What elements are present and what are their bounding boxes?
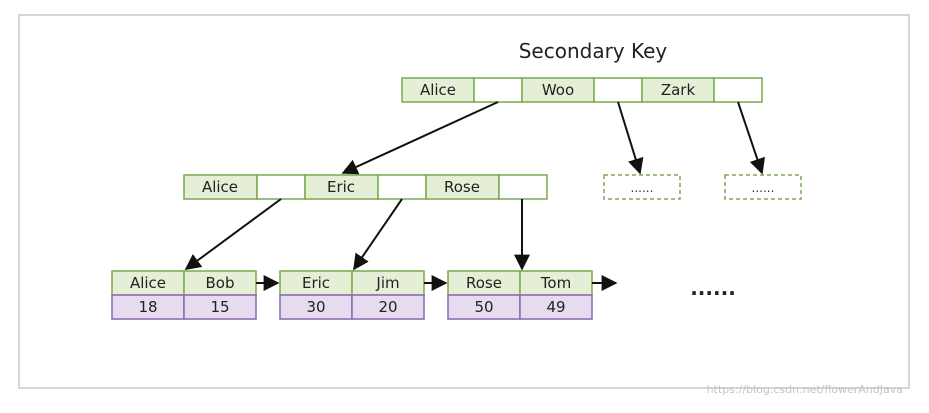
root-pointer-cell bbox=[473, 77, 523, 103]
leaf-name-label: Bob bbox=[206, 274, 235, 292]
placeholder-label: ...... bbox=[752, 181, 775, 195]
level2-key-cell bbox=[425, 174, 500, 200]
level2-key-label: Alice bbox=[202, 178, 238, 196]
level2-node: Alice Eric Rose bbox=[183, 174, 548, 200]
leaf-node: Eric Jim 30 20 bbox=[279, 270, 425, 320]
root-key-cell bbox=[401, 77, 475, 103]
leaf-name-cell bbox=[279, 270, 353, 296]
placeholder-node: ...... bbox=[603, 174, 681, 200]
leaf-value-cell bbox=[519, 294, 593, 320]
leaf-value-cell bbox=[111, 294, 185, 320]
watermark-url: https://blog.csdn.net/flowerAndJava bbox=[707, 383, 903, 396]
leaf-value-label: 20 bbox=[378, 298, 397, 316]
arrow-root-to-level2 bbox=[341, 101, 499, 175]
level2-pointer-cell bbox=[498, 174, 548, 200]
level2-key-cell bbox=[304, 174, 379, 200]
leaf-value-cell bbox=[183, 294, 257, 320]
root-key-label: Alice bbox=[420, 81, 456, 99]
leaf-value-label: 50 bbox=[474, 298, 493, 316]
root-key-cell bbox=[521, 77, 595, 103]
arrow-root-to-placeholder bbox=[617, 101, 644, 175]
level2-key-label: Eric bbox=[327, 178, 355, 196]
leaf-value-cell bbox=[279, 294, 353, 320]
leaf-value-label: 15 bbox=[210, 298, 229, 316]
level2-key-label: Rose bbox=[444, 178, 480, 196]
placeholder-node: ...... bbox=[724, 174, 802, 200]
root-key-label: Woo bbox=[542, 81, 574, 99]
more-nodes-ellipsis: ...... bbox=[690, 276, 736, 300]
root-key-cell bbox=[641, 77, 715, 103]
leaf-value-label: 49 bbox=[546, 298, 565, 316]
outer-frame bbox=[18, 14, 910, 389]
arrow-level2-to-leaf bbox=[353, 198, 403, 271]
leaf-node: Alice Bob 18 15 bbox=[111, 270, 257, 320]
leaf-name-cell bbox=[351, 270, 425, 296]
level2-pointer-cell bbox=[256, 174, 306, 200]
leaf-name-label: Tom bbox=[540, 274, 571, 292]
leaf-name-cell bbox=[111, 270, 185, 296]
leaf-node: Rose Tom 50 49 bbox=[447, 270, 593, 320]
placeholder-box bbox=[603, 174, 681, 200]
root-key-label: Zark bbox=[661, 81, 696, 99]
diagram-title: Secondary Key bbox=[519, 39, 668, 63]
leaf-name-label: Eric bbox=[302, 274, 330, 292]
level2-pointer-cell bbox=[377, 174, 427, 200]
leaf-value-label: 30 bbox=[306, 298, 325, 316]
root-node: Alice Woo Zark bbox=[401, 77, 763, 103]
arrow-root-to-placeholder bbox=[737, 101, 765, 175]
arrow-level2-to-leaf bbox=[184, 198, 282, 270]
leaf-value-cell bbox=[351, 294, 425, 320]
leaf-name-label: Rose bbox=[466, 274, 502, 292]
pointer-arrows bbox=[184, 101, 765, 291]
placeholder-box bbox=[724, 174, 802, 200]
placeholder-label: ...... bbox=[631, 181, 654, 195]
leaf-value-cell bbox=[447, 294, 521, 320]
leaf-name-cell bbox=[519, 270, 593, 296]
leaf-name-label: Jim bbox=[375, 274, 399, 292]
leaf-value-label: 18 bbox=[138, 298, 157, 316]
leaf-name-cell bbox=[447, 270, 521, 296]
root-pointer-cell bbox=[713, 77, 763, 103]
root-pointer-cell bbox=[593, 77, 643, 103]
leaf-name-label: Alice bbox=[130, 274, 166, 292]
